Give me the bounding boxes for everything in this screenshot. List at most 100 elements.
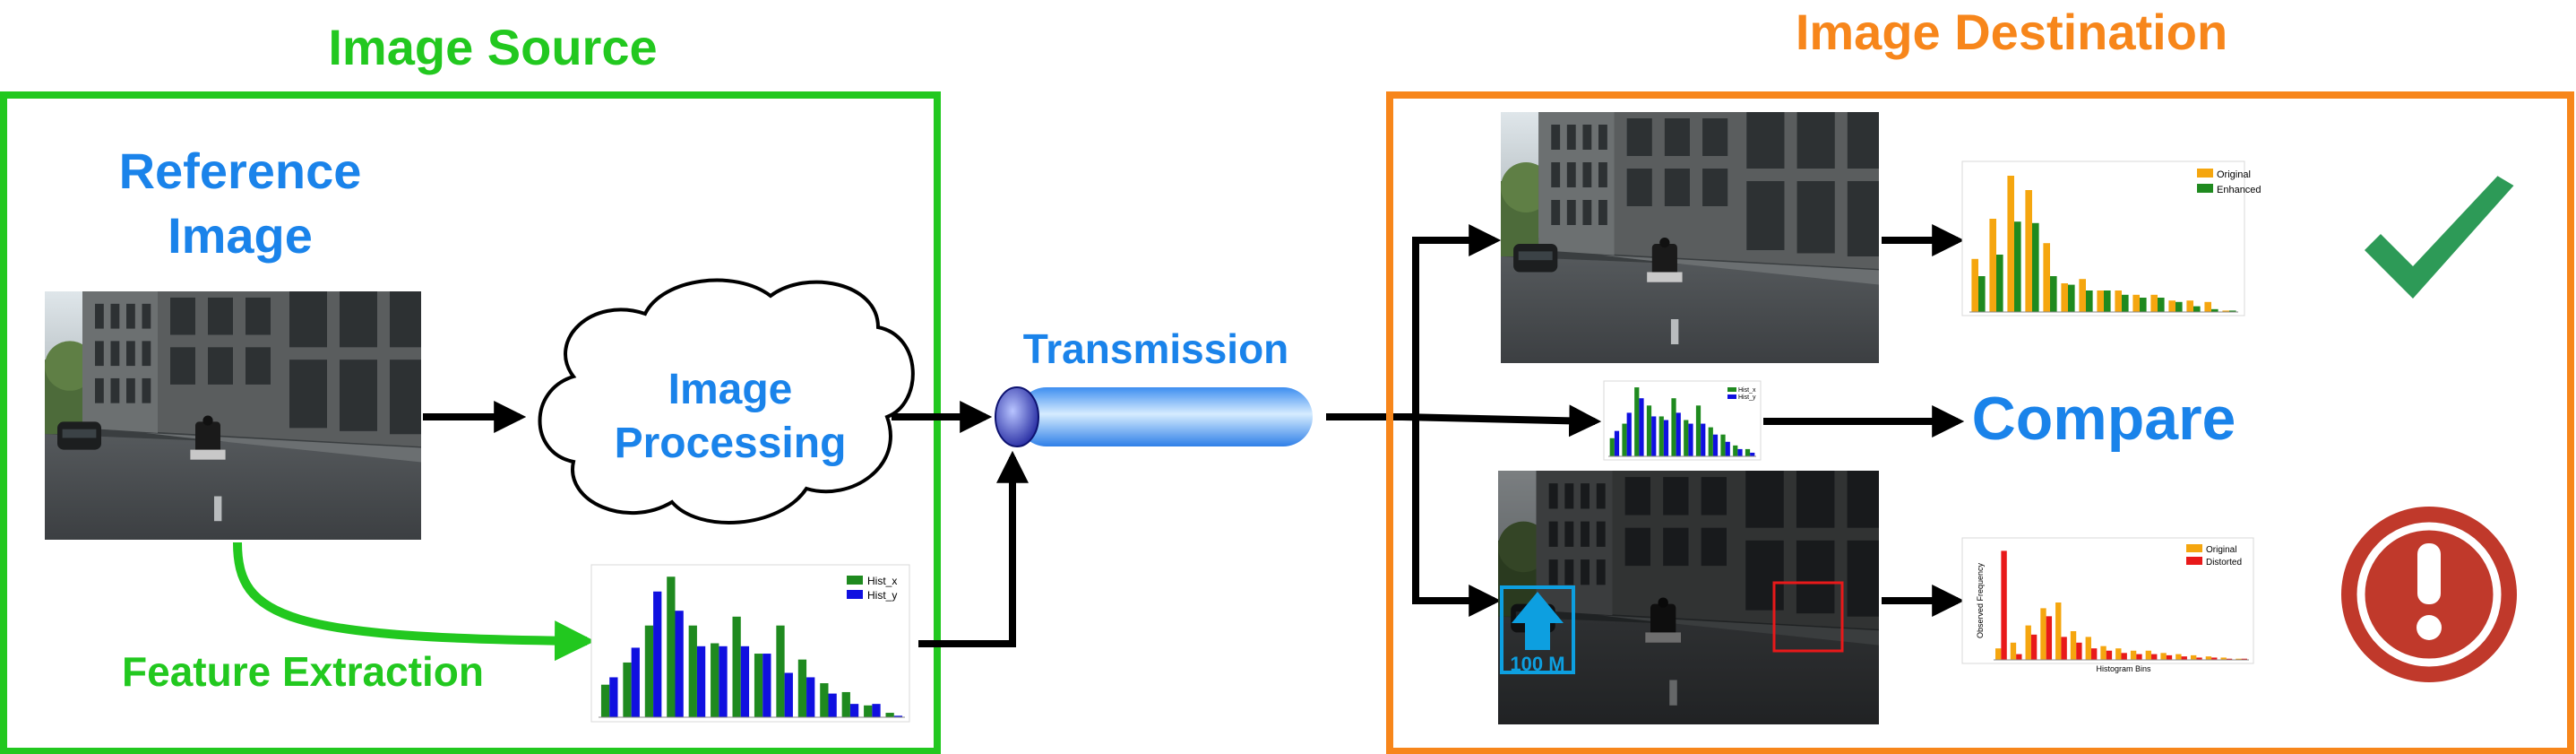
legend-swatch-enhanced (2197, 184, 2213, 193)
distorted-histogram-bar-b-10 (2151, 654, 2158, 660)
enhanced-histogram-bars (1969, 176, 2238, 313)
feature-histogram-bar-b-3 (675, 611, 684, 717)
enhanced-histogram-bar-b-1 (1996, 255, 2003, 312)
distorted-image-group: 100 M (1498, 471, 1879, 724)
received-histogram-bar-a-6 (1684, 420, 1689, 456)
distorted-histogram-bar-a-5 (2070, 631, 2077, 660)
legend-swatch-hist-y (847, 590, 863, 599)
received-histogram-bar-b-6 (1688, 423, 1693, 456)
enhanced-histogram-bar-a-13 (2204, 301, 2211, 312)
feature-histogram-bar-a-7 (754, 654, 763, 717)
compare-label: Compare (1972, 385, 2236, 453)
enhanced-histogram-bar-b-8 (2122, 294, 2129, 312)
enhanced-image (1501, 112, 1879, 363)
enhanced-histogram-bar-a-0 (1971, 258, 1978, 312)
feature-histogram-bar-a-12 (864, 705, 873, 717)
received-histogram-bar-a-5 (1671, 398, 1676, 456)
distorted-histogram-bar-b-4 (2061, 637, 2067, 660)
legend-label-hist-x-mid: Hist_x (1738, 387, 1756, 394)
feature-histogram-bar-a-6 (732, 616, 741, 717)
transmission-label: Transmission (1023, 325, 1289, 372)
feature-histogram-bar-a-11 (841, 691, 850, 717)
image-destination-border (1386, 91, 2574, 754)
legend-label-original-bottom: Original (2206, 545, 2236, 555)
reference-image (45, 291, 421, 540)
feature-histogram-bar-b-7 (762, 654, 771, 717)
received-histogram-bar-a-1 (1622, 423, 1627, 456)
enhanced-histogram-bar-b-9 (2140, 298, 2147, 312)
enhanced-histogram-bar-b-6 (2086, 290, 2093, 312)
image-source-title: Image Source (328, 19, 657, 75)
distorted-histogram-bar-b-2 (2030, 634, 2038, 660)
enhanced-histogram-bar-a-5 (2061, 283, 2068, 312)
reference-image-title-line1: Reference (119, 143, 362, 199)
arrow-feature-extraction (233, 542, 595, 662)
distorted-histogram-ylabel: Observed Frequency (1976, 562, 1985, 638)
received-histogram-bar-b-10 (1737, 448, 1743, 456)
legend-swatch-distorted (2186, 557, 2202, 565)
enhanced-histogram-bar-a-14 (2222, 310, 2229, 312)
distorted-histogram-bar-a-0 (1995, 648, 2002, 660)
legend-label-hist-y: Hist_y (867, 589, 897, 602)
received-histogram-bar-b-11 (1750, 452, 1755, 456)
overlay-sign-box (1500, 585, 1575, 674)
legend-label-hist-x: Hist_x (867, 575, 897, 587)
arrow-to-received-histogram (1401, 404, 1602, 438)
enhanced-histogram-bar-b-5 (2068, 284, 2075, 312)
distorted-image-darken (1498, 471, 1879, 724)
distorted-histogram-bar-a-11 (2160, 653, 2167, 660)
enhanced-histogram-bar-a-6 (2079, 279, 2086, 312)
distorted-histogram-xlabel: Histogram Bins (2096, 664, 2151, 673)
received-histogram-bar-a-9 (1720, 434, 1726, 456)
feature-histogram-bar-b-0 (609, 677, 618, 717)
distorted-histogram-bar-a-4 (2055, 602, 2062, 660)
distorted-histogram-bar-b-16 (2241, 658, 2247, 660)
transmission-tube (1017, 387, 1313, 446)
feature-histogram-bar-b-4 (696, 646, 706, 717)
enhanced-histogram-bar-a-10 (2150, 294, 2158, 312)
arrow-to-enhanced-image (1402, 224, 1502, 420)
feature-histogram-bar-a-10 (820, 683, 829, 717)
enhanced-histogram-bar-b-4 (2050, 276, 2057, 312)
feature-histogram-bar-b-12 (872, 704, 881, 717)
feature-histogram-bar-a-8 (776, 625, 785, 717)
feature-histogram-bar-b-5 (719, 646, 728, 717)
arrow-features-to-transmission (918, 450, 1029, 647)
overlay-arrow-up-icon (1512, 592, 1564, 650)
image-source-panel: Image Source Reference Image Image Proce… (0, 19, 1029, 754)
distorted-histogram-bar-b-8 (2121, 653, 2127, 660)
feature-histogram-bar-a-4 (688, 625, 697, 717)
distorted-histogram-bar-a-6 (2085, 637, 2091, 660)
received-histogram-bar-a-3 (1646, 405, 1652, 456)
received-histogram-bar-b-3 (1651, 416, 1657, 456)
reference-image-title-line2: Image (168, 207, 313, 264)
feature-histogram-bar-b-11 (849, 704, 859, 717)
distorted-histogram-bar-a-2 (2025, 625, 2031, 660)
legend-swatch-hist-x-mid (1727, 387, 1736, 392)
feature-histogram-bar-b-13 (893, 715, 903, 717)
received-histogram-bar-b-5 (1676, 412, 1681, 456)
image-destination-title: Image Destination (1796, 4, 2227, 60)
enhanced-histogram-bar-a-9 (2132, 294, 2140, 312)
received-histogram-bar-b-2 (1639, 398, 1644, 456)
overlay-distance-label: 100 M (1510, 653, 1564, 675)
distorted-histogram-bar-b-11 (2166, 654, 2173, 660)
legend-label-distorted: Distorted (2206, 558, 2242, 568)
image-processing-label-line2: Processing (615, 420, 847, 467)
image-processing-cloud (538, 278, 915, 524)
feature-histogram-bar-a-13 (885, 713, 894, 717)
distorted-histogram-bar-b-1 (2016, 654, 2022, 660)
distorted-histogram-bar-b-9 (2136, 654, 2142, 660)
distorted-histogram-bar-b-12 (2181, 656, 2187, 660)
received-histogram-bar-b-8 (1712, 434, 1719, 456)
feature-histogram-bar-b-8 (784, 672, 793, 717)
received-histogram-bar-b-7 (1701, 423, 1706, 456)
received-histogram: Hist_x Hist_y (1603, 380, 1762, 461)
received-histogram-bar-b-9 (1725, 441, 1730, 456)
distorted-histogram-bar-b-6 (2090, 648, 2098, 660)
received-histogram-bar-b-4 (1663, 420, 1669, 456)
distorted-histogram-bar-a-12 (2175, 654, 2182, 660)
enhanced-histogram-bar-a-2 (2007, 176, 2014, 312)
received-histogram-bar-a-4 (1658, 416, 1664, 456)
enhanced-histogram-bar-a-11 (2168, 300, 2175, 312)
